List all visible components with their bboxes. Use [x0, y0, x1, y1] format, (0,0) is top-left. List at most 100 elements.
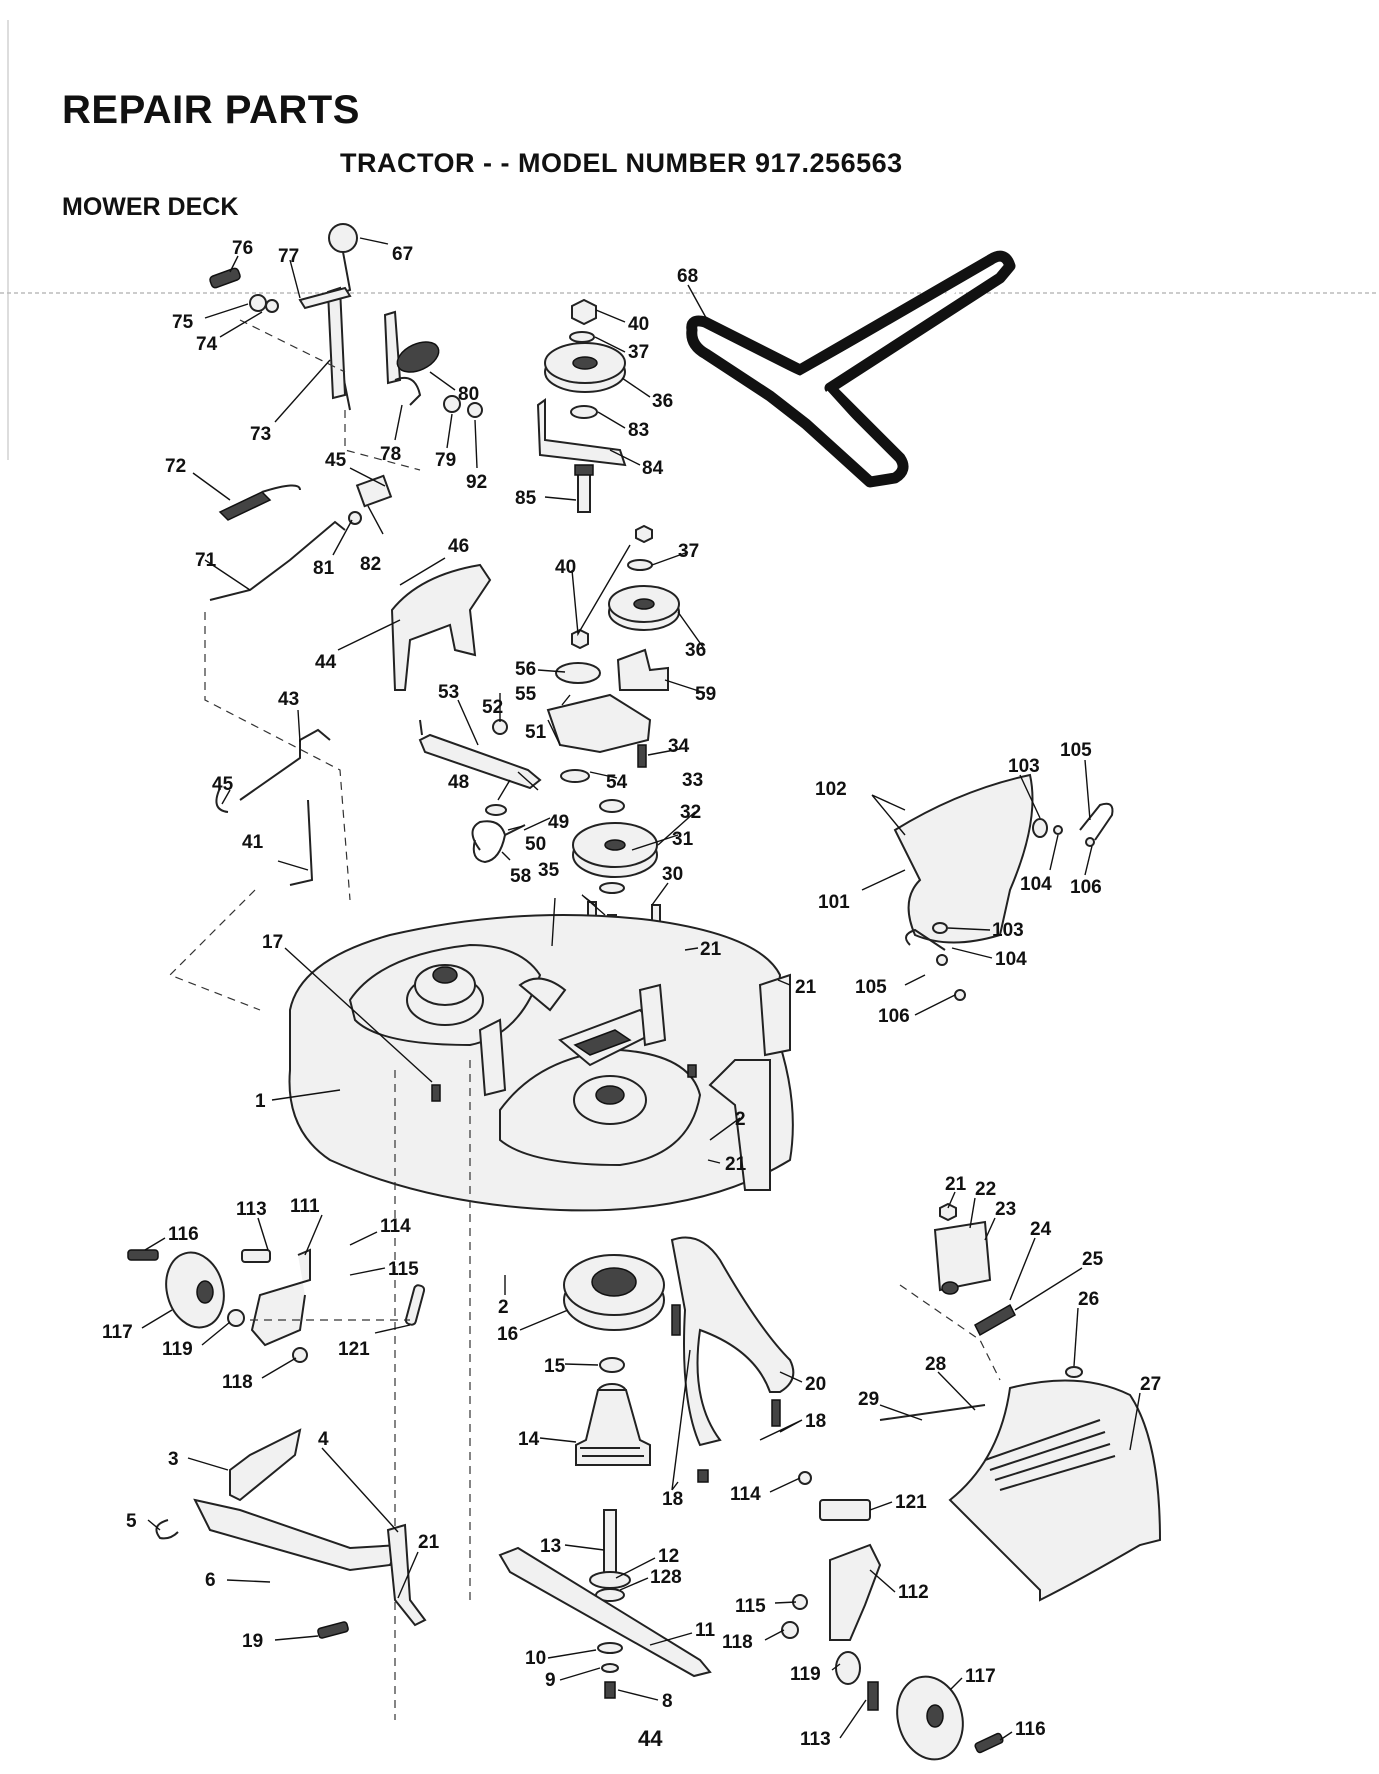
callout-85: 85 — [515, 488, 537, 509]
callout-121b: 121 — [895, 1492, 927, 1513]
callout-37a: 37 — [628, 342, 649, 363]
callout-29: 29 — [858, 1389, 879, 1410]
callout-1: 1 — [255, 1091, 266, 1112]
idler-pulley-lower — [546, 524, 680, 982]
callout-36b: 36 — [685, 640, 706, 661]
callout-118b: 118 — [722, 1632, 753, 1653]
callout-51: 51 — [525, 722, 547, 743]
model-subtitle: TRACTOR - - MODEL NUMBER 917.256563 — [340, 148, 903, 178]
callout-111: 111 — [290, 1196, 320, 1217]
section-title: MOWER DECK — [62, 193, 239, 221]
callout-33: 33 — [682, 770, 703, 791]
callout-41: 41 — [242, 832, 264, 853]
page-title: REPAIR PARTS — [62, 88, 360, 132]
callout-46: 46 — [448, 536, 469, 557]
callout-9: 9 — [545, 1670, 556, 1691]
callout-73: 73 — [250, 424, 271, 445]
callout-92: 92 — [466, 472, 487, 493]
callout-106a: 106 — [1070, 877, 1102, 898]
gauge-wheel-left — [127, 1248, 426, 1363]
callout-105b: 105 — [855, 977, 887, 998]
callout-113b: 113 — [800, 1729, 831, 1750]
callout-32: 32 — [680, 802, 701, 823]
callout-45a: 45 — [325, 450, 347, 471]
discharge-bracket-assembly — [899, 1202, 1083, 1381]
drive-belt — [686, 250, 1016, 488]
callout-52: 52 — [482, 697, 503, 718]
callout-54: 54 — [606, 772, 628, 793]
callout-128: 128 — [650, 1567, 682, 1588]
callout-37b: 37 — [678, 541, 699, 562]
callout-30: 30 — [662, 864, 683, 885]
callout-2a: 2 — [735, 1109, 746, 1130]
callout-104b: 104 — [995, 949, 1027, 970]
callout-76: 76 — [232, 238, 253, 259]
callout-28: 28 — [925, 1354, 946, 1375]
deck-baffle — [670, 1236, 795, 1447]
blade-washer — [597, 1642, 623, 1654]
callout-50: 50 — [525, 834, 546, 855]
callout-13: 13 — [540, 1536, 561, 1557]
callout-121a: 121 — [338, 1339, 370, 1360]
belt-guard — [390, 563, 492, 691]
callout-81: 81 — [313, 558, 335, 579]
callout-18a: 18 — [805, 1411, 826, 1432]
callout-35: 35 — [538, 860, 560, 881]
page-number: 44 — [638, 1726, 663, 1751]
idler-pulley-upper — [536, 298, 627, 513]
mower-blade — [498, 1546, 712, 1678]
callout-40b: 40 — [555, 557, 576, 578]
callout-20: 20 — [805, 1374, 826, 1395]
callout-31: 31 — [672, 829, 694, 850]
callout-2b: 2 — [498, 1297, 509, 1318]
callout-71: 71 — [195, 550, 217, 571]
front-link-assembly — [155, 1428, 427, 1639]
callout-77: 77 — [278, 246, 299, 267]
callout-26: 26 — [1078, 1289, 1099, 1310]
callout-21a: 21 — [700, 939, 722, 960]
callout-79: 79 — [435, 450, 456, 471]
callout-19: 19 — [242, 1631, 263, 1652]
callout-113a: 113 — [236, 1199, 267, 1220]
callout-56: 56 — [515, 659, 536, 680]
callout-116a: 116 — [168, 1224, 199, 1245]
callout-105a: 105 — [1060, 740, 1092, 761]
callout-119a: 119 — [162, 1339, 193, 1360]
lift-handle-assembly — [209, 223, 483, 471]
callout-43: 43 — [278, 689, 299, 710]
callout-115a: 115 — [388, 1259, 419, 1280]
callout-6: 6 — [205, 1570, 216, 1591]
callout-14: 14 — [518, 1429, 540, 1450]
callout-22: 22 — [975, 1179, 996, 1200]
callout-11: 11 — [695, 1620, 716, 1641]
callout-83: 83 — [628, 420, 649, 441]
chute-ribs — [984, 1419, 1116, 1491]
callout-18b: 18 — [662, 1489, 683, 1510]
callout-112: 112 — [898, 1582, 929, 1603]
callout-103b: 103 — [992, 920, 1024, 941]
idler-arm-and-spring — [418, 719, 542, 864]
gauge-wheel-right — [781, 1471, 1004, 1761]
deck-bolt-18 — [671, 1304, 681, 1336]
callout-103a: 103 — [1008, 756, 1040, 777]
callout-84: 84 — [642, 458, 664, 479]
callout-12: 12 — [658, 1546, 679, 1567]
callout-45b: 45 — [212, 774, 234, 795]
blade-bolt — [604, 1681, 616, 1699]
callout-104a: 104 — [1020, 874, 1052, 895]
callout-49: 49 — [548, 812, 569, 833]
discharge-chute — [948, 1379, 1162, 1602]
deck-nut-18 — [697, 1469, 709, 1483]
callout-24: 24 — [1030, 1219, 1052, 1240]
callout-72: 72 — [165, 456, 186, 477]
deflector-assembly — [893, 773, 1114, 1001]
callout-114b: 114 — [730, 1484, 761, 1505]
blade-lockwasher — [601, 1663, 619, 1673]
callout-68: 68 — [677, 266, 698, 287]
callout-21b: 21 — [795, 977, 817, 998]
callout-21d: 21 — [945, 1174, 967, 1195]
callout-117b: 117 — [965, 1666, 996, 1687]
part-callouts: 76 77 67 75 74 73 78 80 79 92 45 72 71 8… — [102, 238, 1161, 1750]
